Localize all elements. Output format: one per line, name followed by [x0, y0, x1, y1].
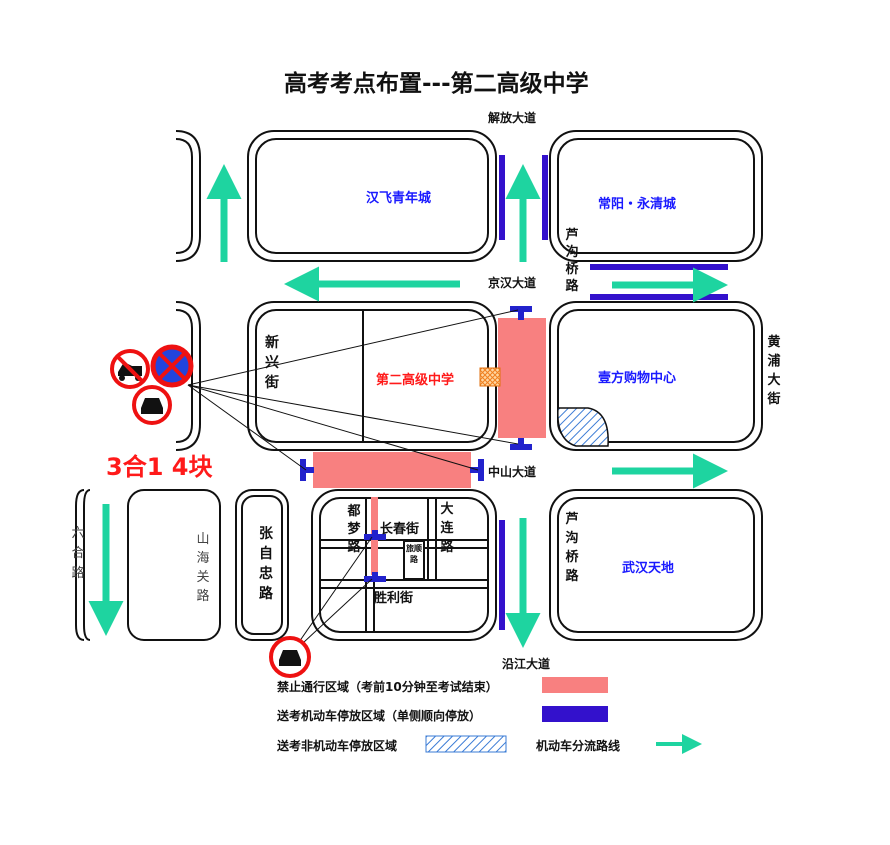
legend-swatch-nonmotor-parking	[425, 735, 507, 753]
block-school	[247, 301, 497, 451]
city-blocks	[75, 130, 763, 641]
motor-parking-zones	[499, 155, 728, 630]
road-label-jiefang: 解放大道	[488, 111, 537, 125]
legend-label-motor-parking: 送考机动车停放区域（单侧顺向停放）	[277, 709, 482, 723]
road-label-changchun: 长春街	[380, 522, 420, 537]
road-label-luguoqiao-bottom: 芦沟桥路	[565, 512, 579, 584]
no-car-icon	[132, 385, 172, 425]
legend-swatch-motor-parking	[542, 706, 608, 722]
no-traffic-zones	[313, 318, 546, 575]
legend-label-diversion: 机动车分流路线	[536, 739, 621, 753]
block-label-bottom-right: 武汉天地	[622, 561, 675, 576]
legend-swatch-no-traffic	[542, 677, 608, 693]
block-top-right	[549, 130, 763, 262]
block-mall	[549, 301, 763, 451]
road-label-zhangzizhong: 张自忠路	[259, 526, 273, 602]
block-label-top-left: 汉飞青年城	[366, 191, 432, 206]
block-label-mall: 壹方购物中心	[598, 371, 677, 386]
road-label-yanjiang: 沿江大道	[502, 657, 551, 671]
block-south	[311, 489, 497, 641]
block-label-school: 第二高级中学	[376, 373, 455, 388]
sign-connector-lines	[187, 309, 519, 656]
no-traffic-zone-east	[498, 318, 546, 438]
road-label-shengli: 胜利街	[374, 591, 414, 606]
legend-label-nonmotor-parking: 送考非机动车停放区域	[277, 739, 398, 753]
road-label-dumeng: 都梦路	[347, 504, 361, 555]
school-gate	[479, 367, 501, 387]
road-label-lvshun: 旅顺路	[406, 544, 422, 564]
road-label-zhongshan: 中山大道	[488, 465, 537, 479]
block-top-left	[247, 130, 497, 262]
road-label-xinxing: 新兴街	[265, 335, 279, 391]
barriers	[300, 306, 532, 582]
road-label-huangpu: 黄浦大街	[767, 335, 781, 407]
page-title: 高考考点布置---第二高级中学	[284, 71, 589, 97]
legend-label-no-traffic: 禁止通行区域（考前10分钟至考试结束）	[277, 680, 498, 694]
no-tricycle-icon	[110, 349, 150, 389]
road-label-dalian: 大连路	[440, 502, 454, 555]
no-traffic-zone-south	[313, 452, 471, 488]
road-label-liuhe: 六合路	[71, 526, 85, 581]
block-bottom-right	[549, 489, 763, 641]
diversion-arrows	[88, 164, 728, 754]
road-label-jinghan: 京汉大道	[488, 276, 537, 290]
parking-note: 3合1 4块	[106, 453, 213, 481]
road-label-luguoqiao-top: 芦沟桥路	[565, 228, 579, 294]
no-car-icon-bottom	[269, 636, 311, 678]
nonmotor-parking-zone	[557, 407, 609, 447]
block-label-top-right: 常阳・永清城	[598, 197, 677, 212]
road-label-shanhaiguan: 山海关路	[196, 532, 210, 604]
no-parking-icon	[150, 344, 194, 388]
